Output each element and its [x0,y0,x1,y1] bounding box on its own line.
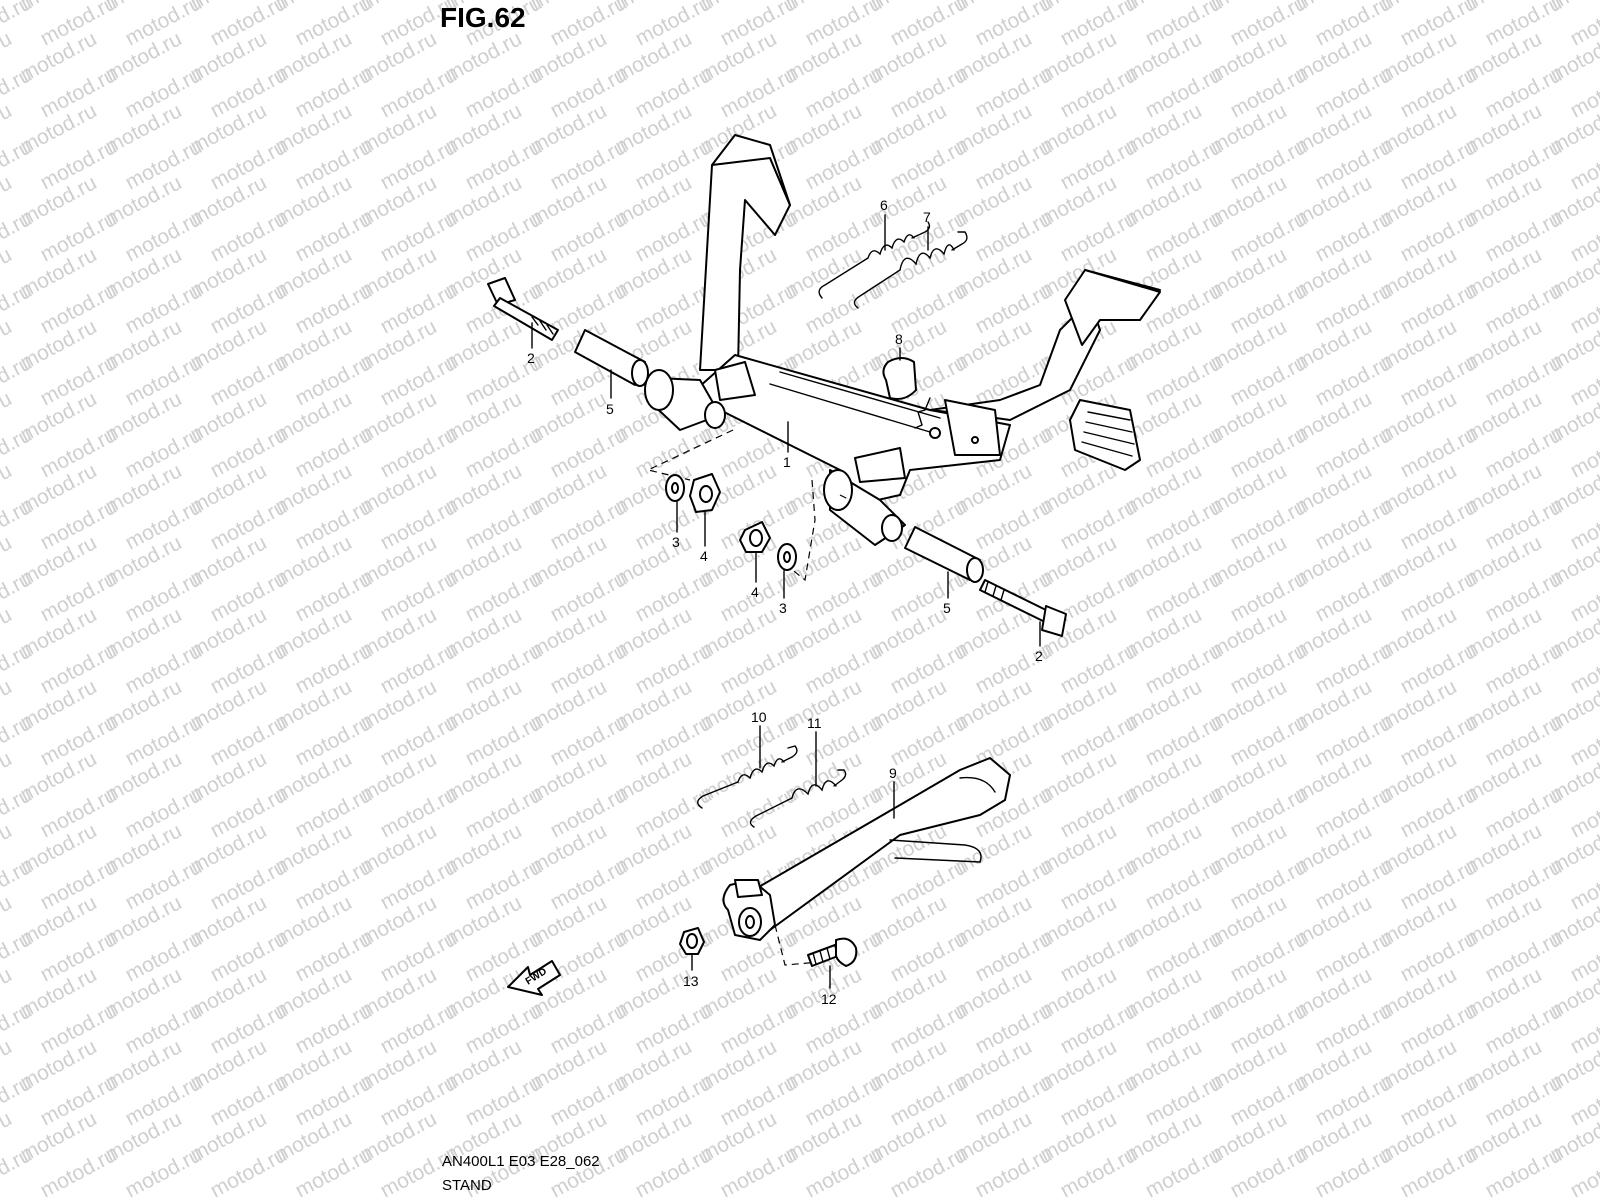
callout-3-right: 3 [779,600,787,616]
washer-part-3-left [665,474,685,502]
nut-part-4-left [689,473,721,513]
figure-title: FIG.62 [440,2,526,33]
side-stand-part-9 [722,757,1011,966]
callout-13: 13 [683,973,699,989]
callout-4-right: 4 [751,584,759,600]
callout-11: 11 [807,715,822,731]
nut-part-13 [679,927,705,955]
callout-2-left: 2 [527,350,535,366]
rubber-part-8 [882,357,931,429]
callout-10: 10 [751,709,767,725]
callout-5-right: 5 [943,600,951,616]
figure-name: STAND [442,1177,492,1194]
spring-part-6 [818,221,931,299]
pivot-bolt-part-12 [807,937,858,967]
callout-5-left: 5 [606,401,614,417]
collar-part-5-left [574,329,649,387]
figure-code: AN400L1 E03 E28_062 [442,1153,600,1170]
callout-9: 9 [889,765,897,781]
center-stand-part-1 [644,134,1161,582]
callout-4-left: 4 [700,548,708,564]
spring-part-11 [749,769,847,828]
callout-2-right: 2 [1035,648,1043,664]
callout-8: 8 [895,331,903,347]
callout-7: 7 [923,209,931,225]
callout-12: 12 [821,991,837,1007]
callout-layer: 1 2 2 3 3 4 4 5 5 6 7 8 9 10 11 12 13 [527,197,1043,1007]
nut-part-4-right [739,521,771,553]
spring-part-10 [697,745,798,809]
callout-1: 1 [783,454,791,470]
washer-part-3-right [777,543,797,571]
collar-part-5-right [904,526,984,583]
fwd-arrow-icon: FWD [507,960,561,996]
callout-6: 6 [880,197,888,213]
bolt-part-2-right [979,579,1067,637]
callout-3-left: 3 [672,534,680,550]
bolt-part-2-left [487,277,559,341]
spring-part-7 [853,231,968,309]
